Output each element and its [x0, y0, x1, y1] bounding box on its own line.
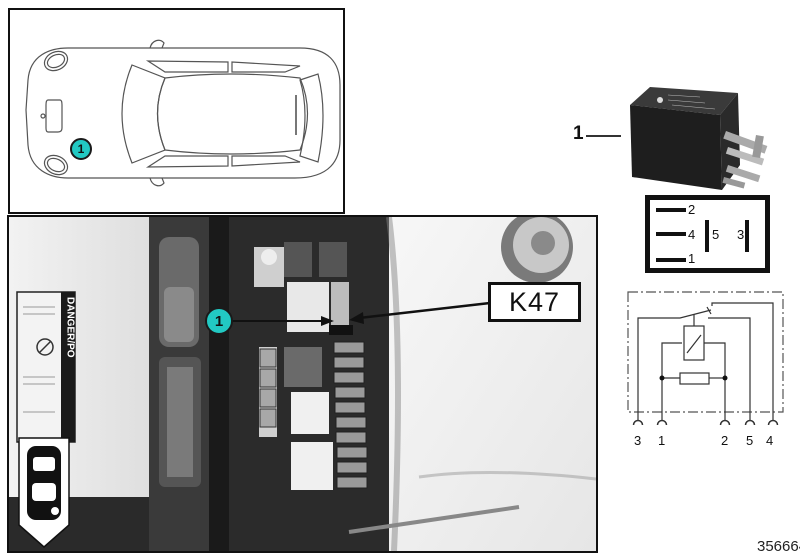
fusebox-photo-panel: DANGER/PO 1 158128 [7, 215, 598, 553]
car-top-view-front-right-icon [18, 437, 70, 549]
pin-label-1: 1 [688, 251, 696, 266]
relay-leader-line [586, 135, 621, 137]
callout-arrows [229, 301, 491, 326]
relay-image [630, 87, 768, 190]
diagram-part-number: 356664 [757, 538, 800, 555]
car-top-view-outline [25, 39, 341, 187]
terminal-label-5: 5 [746, 433, 754, 448]
component-label-k47[interactable]: K47 [488, 282, 581, 322]
terminal-label-4: 4 [766, 433, 774, 448]
photo-callout-1[interactable]: 1 [205, 307, 233, 335]
pin-label-5: 5 [712, 227, 720, 242]
pin-label-2: 2 [688, 202, 696, 217]
terminal-label-1: 1 [658, 433, 666, 448]
terminal-label-2: 2 [721, 433, 729, 448]
fusebox-photo [9, 217, 596, 551]
location-callout-1[interactable]: 1 [70, 138, 92, 160]
danger-warning-label: DANGER/PO [64, 297, 76, 358]
relay-callout-1[interactable]: 1 [573, 123, 584, 144]
vehicle-location-panel: 1 [8, 8, 345, 214]
relay-pin-layout: 2 4 1 5 3 [645, 195, 770, 273]
pin-label-4: 4 [688, 227, 696, 242]
terminal-label-3: 3 [634, 433, 642, 448]
pin-label-3: 3 [737, 227, 745, 242]
relay-circuit-schematic [627, 291, 784, 425]
